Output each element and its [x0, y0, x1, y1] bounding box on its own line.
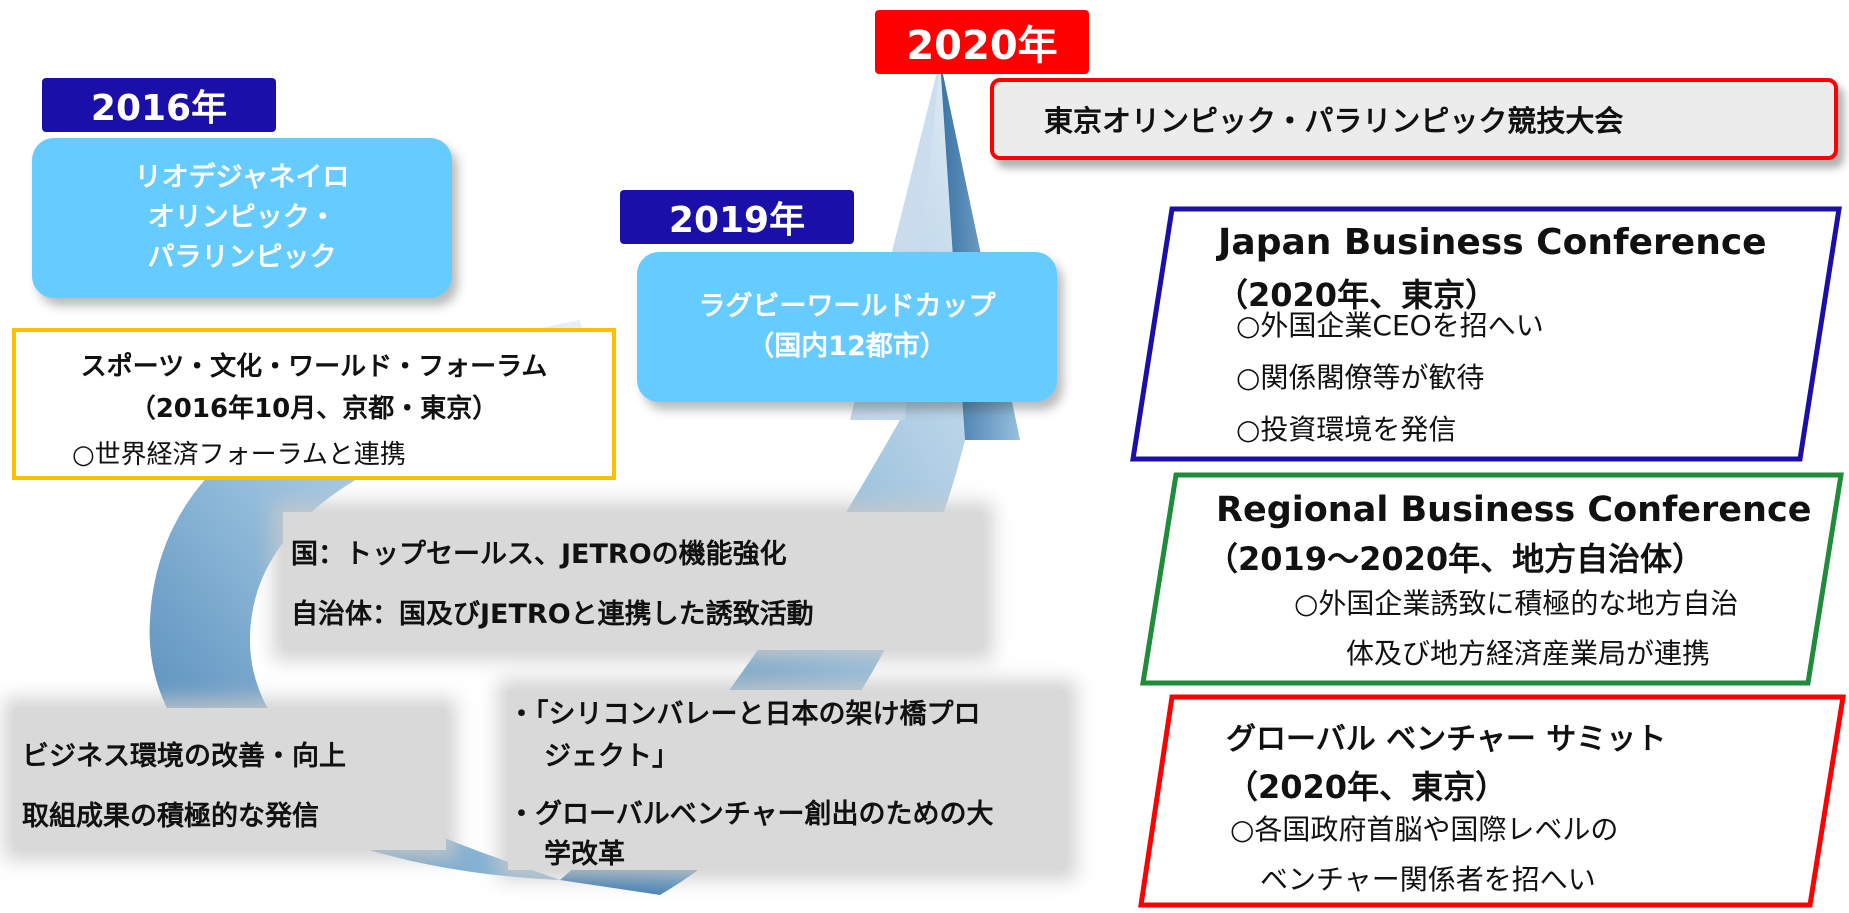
gvs-border [1138, 694, 1846, 908]
business-environment-box: ビジネス環境の改善・向上 取組成果の積極的な発信 [14, 708, 446, 850]
tokyo-2020-box: 東京オリンピック・パラリンピック競技大会 [990, 78, 1838, 160]
rbc-item-2: 体及び地方経済産業局が連携 [1346, 637, 1711, 670]
rugby-world-cup-box: ラグビーワールドカップ （国内12都市） [637, 252, 1057, 402]
rbc-title: Regional Business Conference [1216, 490, 1812, 530]
year-badge-2016: 2016年 [42, 78, 276, 132]
sports-forum-box: スポーツ・文化・ワールド・フォーラム （2016年10月、京都・東京） ○世界経… [12, 328, 616, 480]
business-env-line-1: ビジネス環境の改善・向上 [22, 741, 346, 772]
japan-business-conference-box: Japan Business Conference （2020年、東京） ○外国… [1130, 206, 1842, 462]
gvs-item-2: ベンチャー関係者を招へい [1260, 863, 1596, 896]
jbc-item-2: ○関係閣僚等が歓待 [1236, 361, 1485, 394]
promotion-box: 国：トップセールス、JETROの機能強化 自治体：国及びJETROと連携した誘致… [283, 512, 983, 650]
gvs-title: グローバル ベンチャー サミット [1226, 722, 1667, 757]
rugby-line-1: ラグビーワールドカップ [698, 291, 996, 322]
promotion-line-2: 自治体：国及びJETROと連携した誘致活動 [291, 599, 814, 630]
rbc-border [1140, 472, 1844, 686]
jbc-subtitle: （2020年、東京） [1216, 276, 1498, 314]
rbc-item-1: ○外国企業誘致に積極的な地方自治 [1294, 587, 1739, 620]
sports-forum-date: （2016年10月、京都・東京） [129, 394, 499, 424]
gvs-subtitle: （2020年、東京） [1226, 768, 1508, 806]
rio-line-2: オリンピック・ [147, 202, 337, 233]
project-item-1-line-1: ・「シリコンバレーと日本の架け橋プロ [508, 699, 981, 730]
year-badge-2020: 2020年 [875, 10, 1089, 74]
rio-line-3: パラリンピック [147, 242, 337, 273]
jbc-item-1: ○外国企業CEOを招へい [1236, 309, 1544, 342]
rio-line-1: リオデジャネイロ [134, 162, 350, 193]
sports-forum-item: ○世界経済フォーラムと連携 [72, 440, 406, 470]
project-item-2-line-2: 学改革 [544, 839, 625, 870]
project-item-1-line-2: ジェクト」 [544, 741, 679, 772]
global-venture-summit-box: グローバル ベンチャー サミット （2020年、東京） ○各国政府首脳や国際レベ… [1138, 694, 1846, 908]
tokyo-2020-title: 東京オリンピック・パラリンピック競技大会 [1044, 104, 1624, 138]
sports-forum-title: スポーツ・文化・ワールド・フォーラム [80, 352, 548, 382]
jbc-item-3: ○投資環境を発信 [1236, 413, 1457, 446]
project-item-2-line-1: ・グローバルベンチャー創出のための大 [508, 799, 994, 830]
jbc-border [1130, 206, 1842, 462]
regional-business-conference-box: Regional Business Conference （2019～2020年… [1140, 472, 1844, 686]
gvs-item-1: ○各国政府首脳や国際レベルの [1230, 813, 1619, 846]
rio-olympics-box: リオデジャネイロ オリンピック・ パラリンピック [32, 138, 452, 298]
business-env-line-2: 取組成果の積極的な発信 [22, 801, 319, 832]
rugby-line-2: （国内12都市） [747, 331, 947, 362]
year-badge-2019: 2019年 [620, 190, 854, 244]
rbc-subtitle: （2019～2020年、地方自治体） [1206, 540, 1705, 578]
promotion-line-1: 国：トップセールス、JETROの機能強化 [291, 539, 787, 570]
jbc-title: Japan Business Conference [1218, 222, 1767, 263]
projects-box: ・「シリコンバレーと日本の架け橋プロ ジェクト」 ・グローバルベンチャー創出のた… [508, 690, 1066, 870]
